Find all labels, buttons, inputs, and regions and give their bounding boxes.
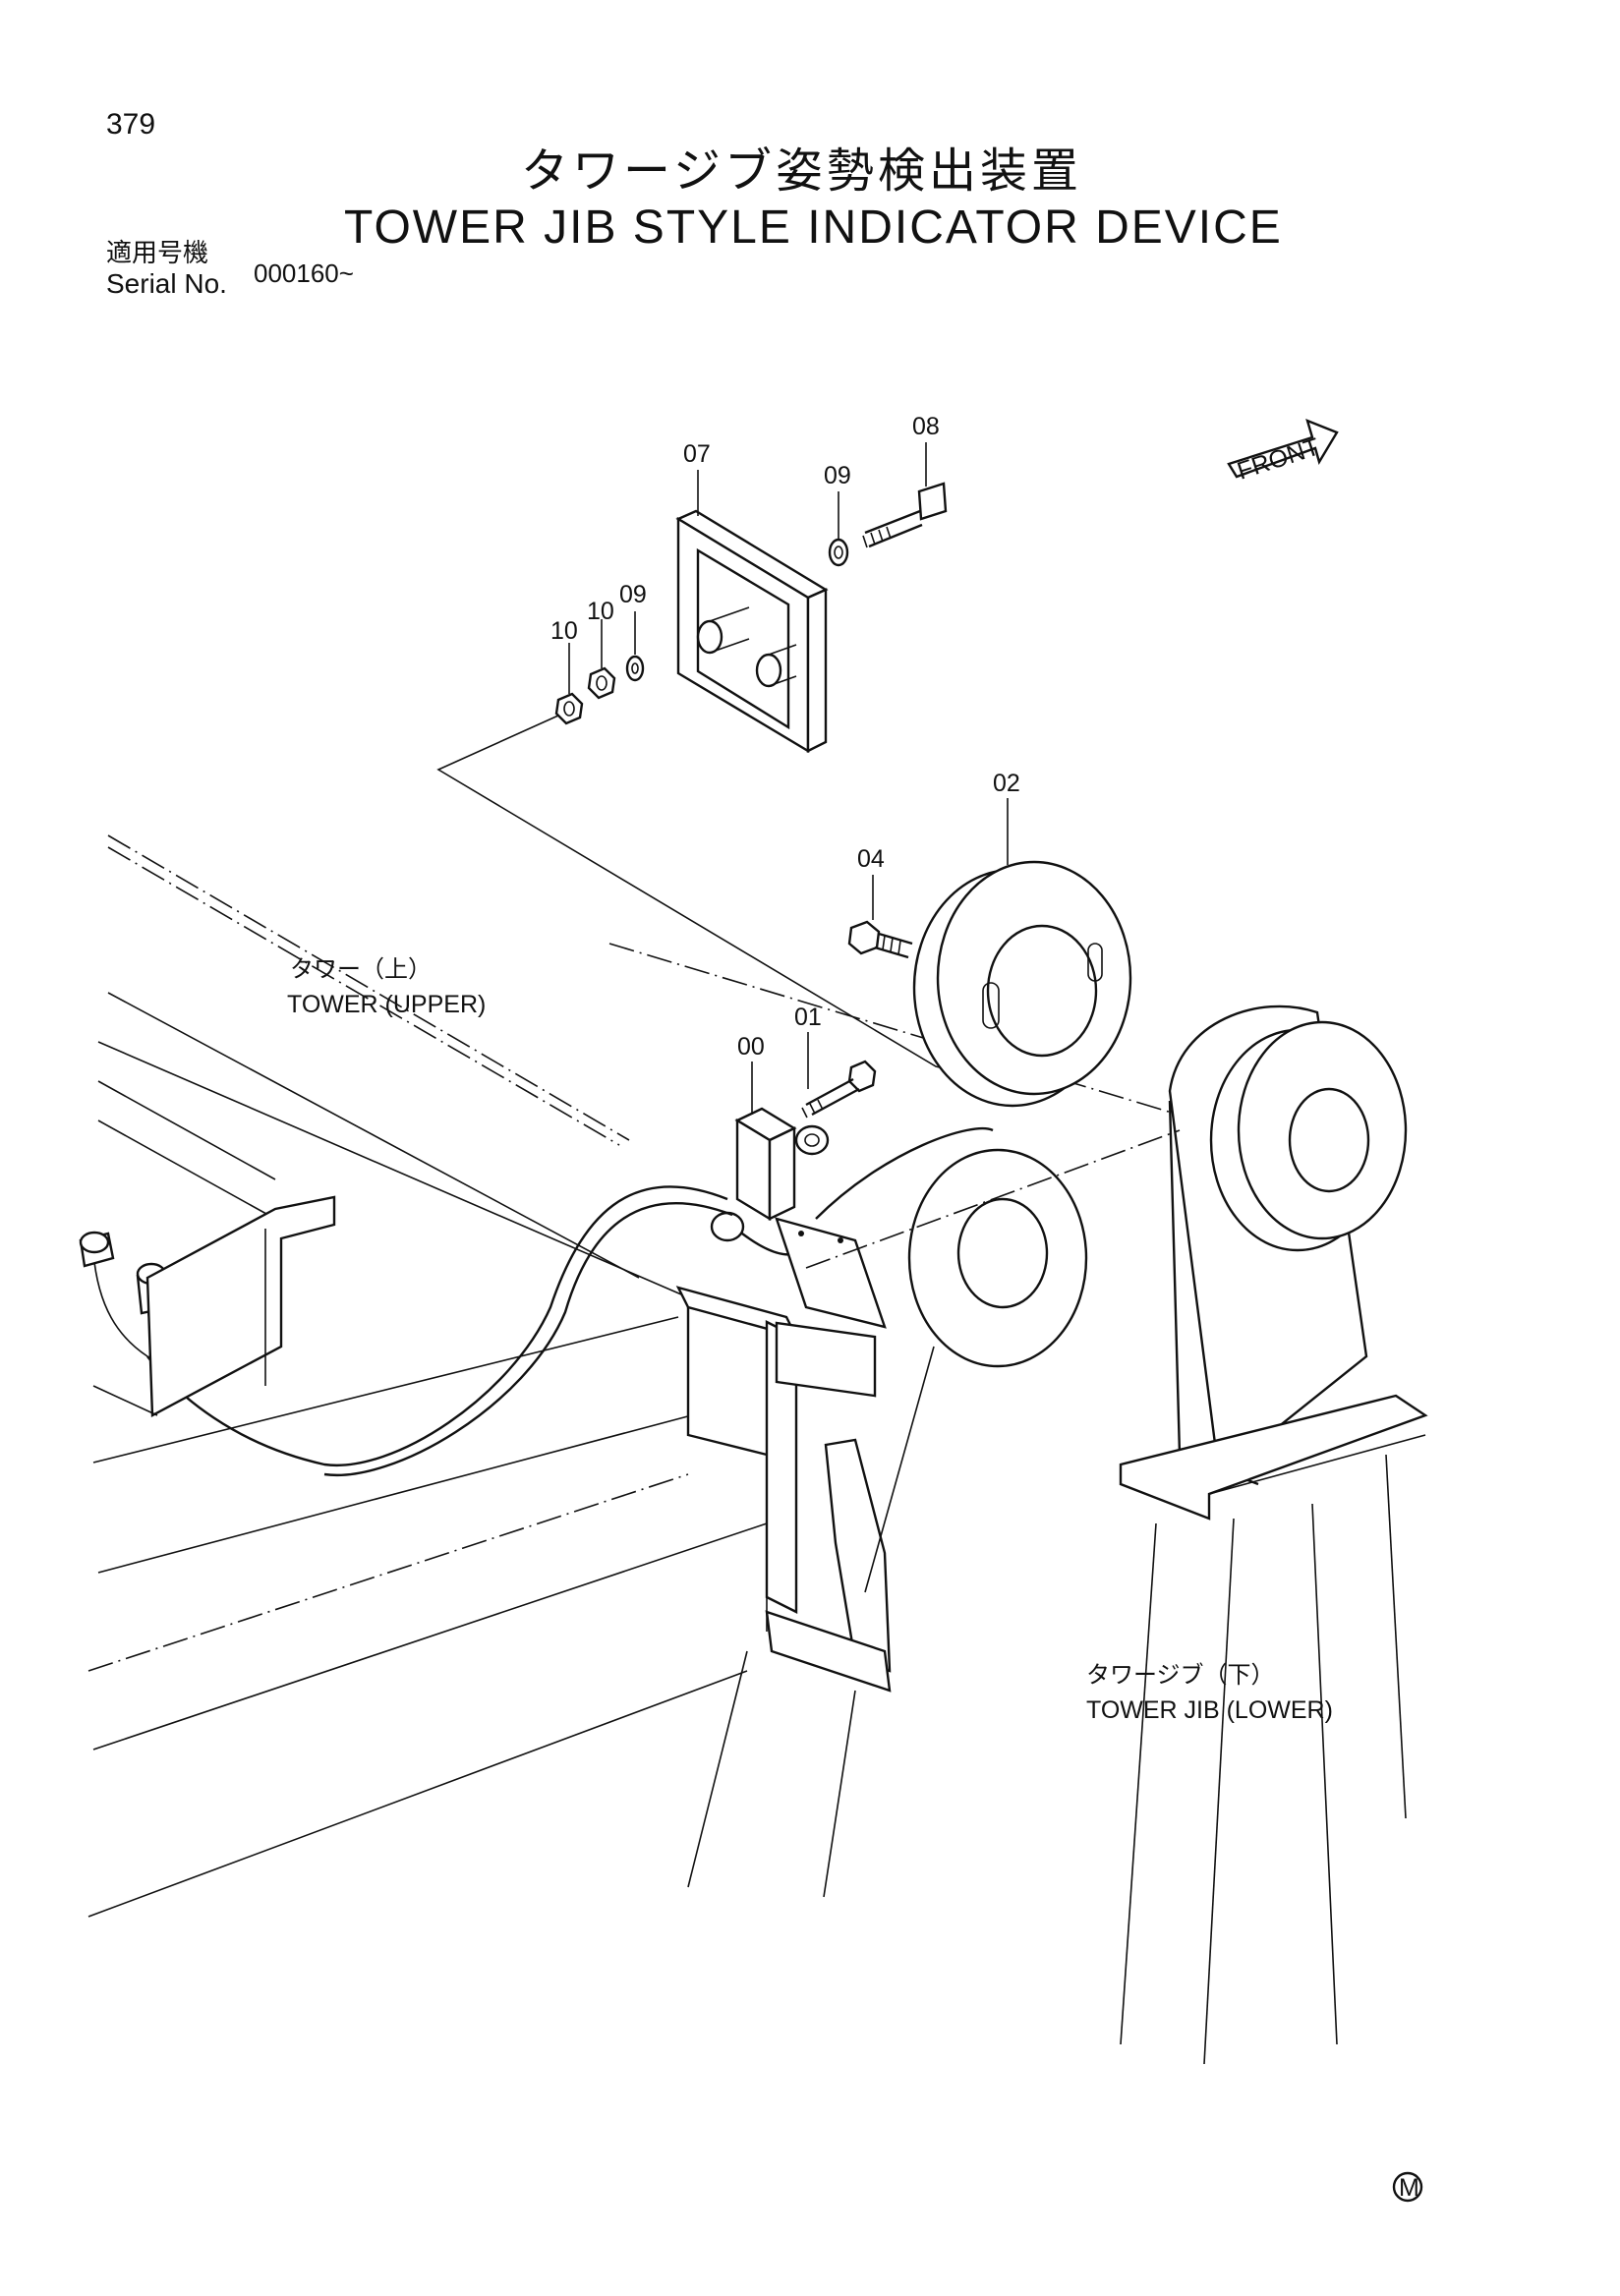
tower-upper-frame <box>87 846 768 1918</box>
callout-04: 04 <box>857 845 885 873</box>
washer-part-09-upper <box>828 538 849 567</box>
front-arrow-label: FRONT <box>1234 432 1323 485</box>
tower-jib-lower-label-japanese: タワージブ（下） <box>1086 1661 1275 1689</box>
callout-08: 08 <box>912 413 940 440</box>
bolt-part-01 <box>801 1060 877 1119</box>
tower-upper-label-english: TOWER (UPPER) <box>287 991 486 1018</box>
tower-jib-lower-clevis <box>1119 1004 1428 2065</box>
callout-leader-lines <box>568 442 1009 1115</box>
assembly-centerline <box>608 943 1173 1114</box>
serial-label-japanese: 適用号機 <box>106 239 209 268</box>
corner-m-mark-icon: M <box>1392 2171 1423 2203</box>
callout-10-left: 10 <box>550 617 578 645</box>
switch-cable <box>146 1185 728 1467</box>
page-title-japanese: タワージブ姿勢検出装置 <box>521 144 1083 199</box>
svg-text:M: M <box>1399 2174 1419 2202</box>
callout-01: 01 <box>794 1004 822 1031</box>
callout-10-right: 10 <box>587 598 614 625</box>
cam-disc-part-02 <box>912 860 1132 1108</box>
page-title-english: TOWER JIB STYLE INDICATOR DEVICE <box>344 201 1283 254</box>
callout-02: 02 <box>993 770 1020 797</box>
tower-upper-label-japanese: タワー（上） <box>290 955 432 983</box>
front-arrow-icon: FRONT <box>1227 418 1339 486</box>
flange-bolt-part-04 <box>847 920 913 959</box>
tower-jib-link-arm <box>815 1126 1088 1593</box>
serial-number-range: 000160~ <box>254 258 354 288</box>
callout-00: 00 <box>737 1033 765 1061</box>
centerline-jib <box>805 1129 1181 1269</box>
tower-jib-lower-label-english: TOWER JIB (LOWER) <box>1086 1696 1333 1724</box>
serial-label-english: Serial No. <box>106 268 227 299</box>
callout-07: 07 <box>683 440 711 468</box>
callout-09-lower: 09 <box>619 581 647 608</box>
page-number: 379 <box>106 108 156 141</box>
bolt-part-08 <box>862 482 948 548</box>
cover-plate-part-07 <box>675 509 829 754</box>
callout-09-upper: 09 <box>824 462 851 489</box>
tower-jib-boom <box>675 1217 892 1898</box>
assembly-line-left <box>436 715 964 1074</box>
limit-switch-part-00 <box>710 1107 830 1256</box>
nuts-and-washer-group <box>554 655 645 725</box>
